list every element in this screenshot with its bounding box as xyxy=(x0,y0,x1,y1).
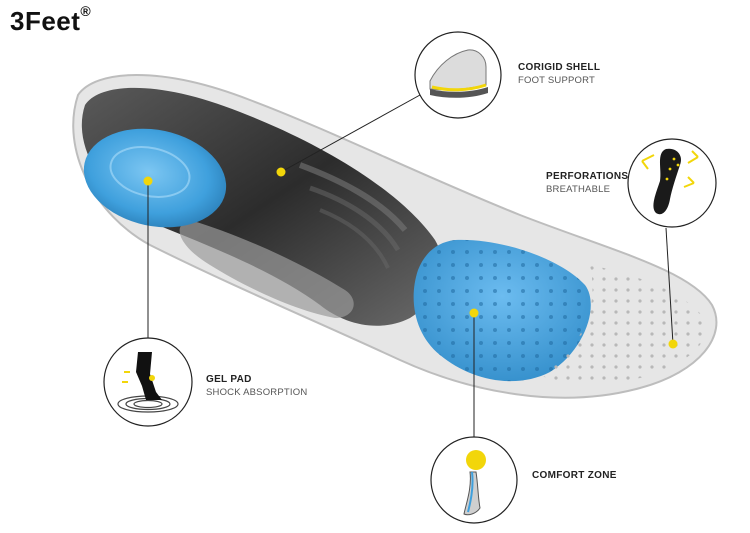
toe-perforations xyxy=(540,265,707,385)
callout-perforations: PERFORATIONS BREATHABLE xyxy=(546,171,628,195)
runner-leg-icon xyxy=(117,352,179,413)
leader-lines xyxy=(147,94,674,440)
marker-gel xyxy=(143,176,153,186)
registered-mark: ® xyxy=(80,3,92,20)
callout-comfort-zone: COMFORT ZONE xyxy=(532,470,617,481)
marker-perforations xyxy=(668,339,678,349)
callout-gel-pad: GEL PAD SHOCK ABSORPTION xyxy=(206,374,307,398)
marker-shell xyxy=(276,167,286,177)
shoe-shell-icon xyxy=(429,49,488,98)
callout-subtitle: BREATHABLE xyxy=(546,184,611,195)
marker-comfort xyxy=(469,308,479,318)
callout-title: COMFORT ZONE xyxy=(532,470,617,481)
insole-profile-icon xyxy=(463,450,486,516)
brand-logo: 3Feet® xyxy=(10,3,92,37)
callout-title: CORIGID SHELL xyxy=(518,62,601,73)
insole-airflow-icon xyxy=(641,148,699,215)
callout-title: PERFORATIONS xyxy=(546,171,629,182)
callout-subtitle: FOOT SUPPORT xyxy=(518,75,596,86)
callout-subtitle: SHOCK ABSORPTION xyxy=(206,387,308,398)
feature-markers xyxy=(143,167,678,349)
callout-title: GEL PAD xyxy=(206,374,252,385)
brand-name: 3Feet xyxy=(10,6,81,36)
callout-corigid-shell: CORIGID SHELL FOOT SUPPORT xyxy=(518,62,600,86)
